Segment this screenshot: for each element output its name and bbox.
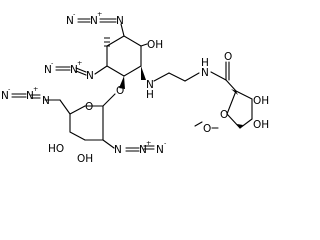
stereo-wedges: [104, 37, 243, 128]
oh-furanose-top: OH: [253, 95, 269, 107]
azide-left-minus: -: [51, 59, 54, 67]
carbonyl-oxygen: O: [224, 51, 232, 63]
azide-far-left-minus: -: [8, 85, 11, 93]
oh-top: OH: [147, 39, 163, 51]
amine-n: N: [146, 79, 154, 91]
azide-top-n1: N: [66, 15, 74, 27]
azide-far-left-n1: N: [1, 90, 9, 102]
azide-left-n3: N: [86, 70, 94, 82]
ether-oxygen: O: [116, 85, 124, 97]
azide-left-n1: N: [44, 64, 52, 76]
furanose-ring-oxygen: O: [220, 109, 228, 121]
methoxy-oxygen: O: [203, 123, 211, 135]
atom-labels: N - N + N OH N - N + N N H O N H O O OH …: [1, 10, 269, 165]
azide-sugar-plus: +: [146, 139, 151, 147]
azide-far-left-n2: N: [26, 90, 34, 102]
amide-n: N: [201, 67, 209, 79]
azide-top-n3: N: [116, 15, 124, 27]
azide-left-n2: N: [70, 64, 78, 76]
ho-sugar-left: HO: [48, 143, 64, 155]
azide-sugar-n1: N: [114, 144, 122, 156]
oh-sugar-bottom: OH: [77, 153, 93, 165]
bond-lines: [11, 18, 253, 152]
azide-top-minus: -: [73, 10, 76, 18]
pyranose-ring-oxygen: O: [85, 101, 93, 113]
azide-far-left-plus: +: [33, 85, 38, 93]
azide-sugar-n3: N: [156, 144, 164, 156]
azide-left-plus: +: [77, 59, 82, 67]
azide-sugar-n2: N: [139, 144, 147, 156]
azide-top-n2: N: [90, 15, 98, 27]
structure-diagram: N - N + N OH N - N + N N H O N H O O OH …: [1, 10, 269, 165]
amide-h: H: [201, 57, 209, 69]
azide-sugar-minus: -: [164, 139, 167, 147]
azide-far-left-n3: N: [42, 95, 50, 107]
oh-furanose-bottom: OH: [253, 119, 269, 131]
azide-top-plus: +: [97, 10, 102, 18]
amine-h: H: [146, 89, 154, 101]
